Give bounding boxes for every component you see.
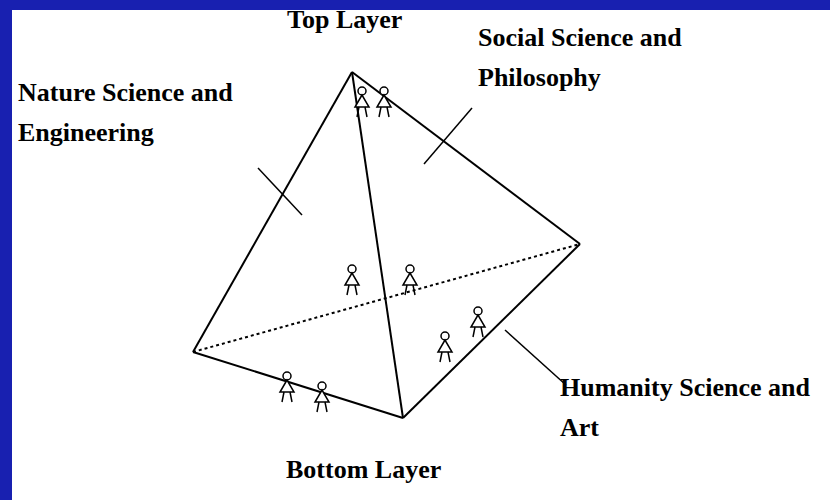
face-label: Social Science and Philosophy xyxy=(478,18,760,98)
bottom-layer-label: Bottom Layer xyxy=(286,450,586,490)
face-label: Humanity Science and Art xyxy=(560,368,824,448)
face-label: Nature Science and Engineering xyxy=(18,73,293,153)
